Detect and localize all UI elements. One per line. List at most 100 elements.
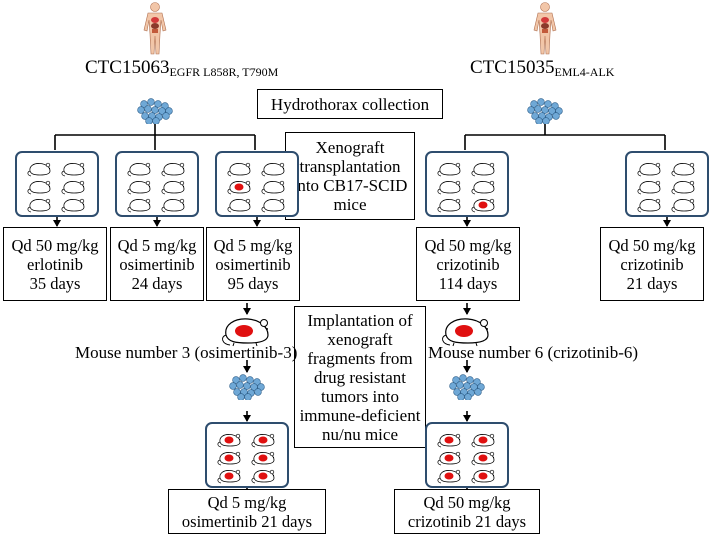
cell xyxy=(152,117,160,124)
mouse-icon xyxy=(261,180,285,195)
mouse-cage-osimertinib-95d xyxy=(215,151,299,217)
mouse-icon xyxy=(671,180,695,195)
cell xyxy=(534,105,542,113)
cage-mice xyxy=(27,162,85,213)
hydrothorax-collection-box: Hydrothorax collection xyxy=(257,89,443,119)
cell xyxy=(530,100,538,108)
mouse-icon xyxy=(27,162,51,177)
cell xyxy=(147,98,155,106)
ctc-cluster-icon-mid-left xyxy=(229,374,265,400)
cell xyxy=(244,393,252,400)
mouse-cage-erlotinib xyxy=(15,151,99,217)
mouse-icon xyxy=(161,162,185,177)
cell xyxy=(542,117,550,124)
cell xyxy=(137,106,145,114)
left-branch-line xyxy=(54,124,256,150)
mouse-icon xyxy=(471,162,495,177)
tumor-mouse-icon xyxy=(437,451,461,466)
mouse-icon xyxy=(161,198,185,213)
tumor-mouse-icon xyxy=(471,451,495,466)
tumor-mouse-icon xyxy=(437,469,461,484)
mouse-icon xyxy=(671,198,695,213)
right-source-label: CTC15035EML4-ALK xyxy=(470,57,615,79)
tumor-mouse-icon xyxy=(251,451,275,466)
resistant-mouse-label-right: Mouse number 6 (crizotinib-6) xyxy=(428,343,639,362)
ctc-cluster-icon-left xyxy=(137,98,173,124)
mouse-icon xyxy=(61,162,85,177)
tumor-mouse-icon xyxy=(227,180,251,195)
cell xyxy=(254,388,262,396)
cell xyxy=(464,393,472,400)
mouse-icon xyxy=(127,180,151,195)
cell xyxy=(535,117,543,124)
human-body-icon-right xyxy=(533,2,557,55)
tumor-mouse-icon xyxy=(471,469,495,484)
cell xyxy=(145,117,153,124)
cell xyxy=(544,100,552,108)
mouse-icon xyxy=(637,180,661,195)
cell xyxy=(466,376,474,384)
cell xyxy=(237,393,245,400)
cage-mice xyxy=(637,162,695,213)
cell xyxy=(537,98,545,106)
mouse-icon xyxy=(227,162,251,177)
mouse-icon xyxy=(437,180,461,195)
mouse-cage-crizotinib-21d xyxy=(625,151,709,217)
right-branch-line xyxy=(464,124,666,150)
mouse-icon xyxy=(127,198,151,213)
cell xyxy=(140,100,148,108)
cell xyxy=(456,381,464,389)
mouse-icon xyxy=(437,198,461,213)
tumor-mouse-icon xyxy=(437,433,461,448)
cell xyxy=(452,376,460,384)
mouse-icon xyxy=(671,162,695,177)
cell xyxy=(463,382,471,390)
mouse-icon xyxy=(161,180,185,195)
cell xyxy=(144,105,152,113)
cell xyxy=(552,112,560,120)
tumor-mouse-icon xyxy=(217,433,241,448)
mouse-icon xyxy=(261,198,285,213)
mouse-cage-crizotinib-114d xyxy=(425,151,509,217)
mouse-icon xyxy=(61,180,85,195)
tumor-mouse-icon xyxy=(251,469,275,484)
left-source-label: CTC15063EGFR L858R, T790M xyxy=(85,57,279,79)
mouse-icon xyxy=(637,198,661,213)
cell xyxy=(154,100,162,108)
cell xyxy=(457,393,465,400)
mouse-cage-osimertinib-24d xyxy=(115,151,199,217)
cage-mice xyxy=(227,162,285,213)
human-body-icon-left xyxy=(143,2,167,55)
cell xyxy=(229,382,237,390)
cell xyxy=(239,374,247,382)
cell xyxy=(527,106,535,114)
xenograft-transplantation-box: Xenograft transplantation into CB17-SCID… xyxy=(285,132,415,220)
cell xyxy=(459,374,467,382)
cell xyxy=(236,381,244,389)
resistant-mouse-label-left: Mouse number 3 (osimertinib-3) xyxy=(75,343,298,362)
tumor-mouse-icon xyxy=(217,451,241,466)
tumor-mouse-icon xyxy=(471,433,495,448)
mouse-icon xyxy=(61,198,85,213)
mouse-icon xyxy=(471,180,495,195)
cell xyxy=(246,376,254,384)
mouse-icon xyxy=(437,162,461,177)
cage-mice xyxy=(437,433,495,484)
tumor-mouse-icon xyxy=(251,433,275,448)
mouse-icon xyxy=(227,198,251,213)
mouse-icon xyxy=(27,198,51,213)
cell xyxy=(541,106,549,114)
cell xyxy=(243,382,251,390)
cell xyxy=(151,106,159,114)
mouse-icon xyxy=(27,180,51,195)
cell xyxy=(232,376,240,384)
tumor-mouse-icon xyxy=(217,469,241,484)
tumor-bearing-mouse-icon-left xyxy=(222,318,269,347)
